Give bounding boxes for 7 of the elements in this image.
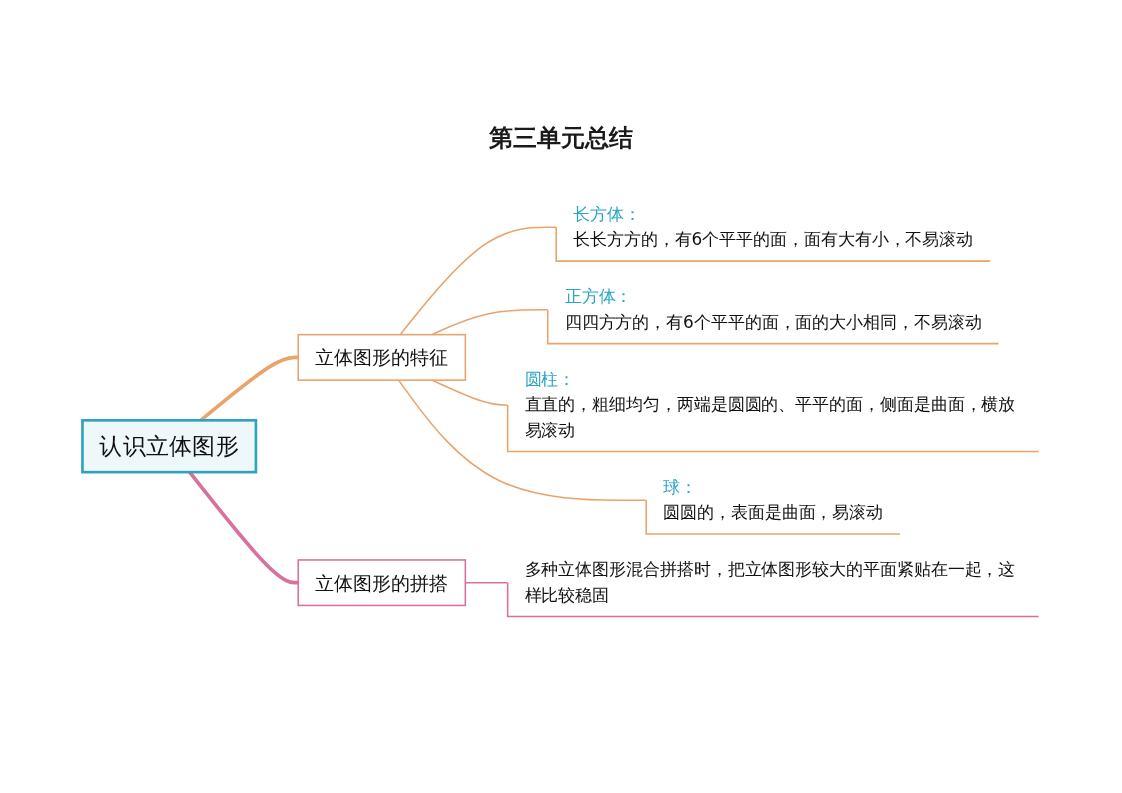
node-box: 立体图形的特征 xyxy=(297,333,467,381)
connector xyxy=(431,309,549,336)
node-box: 立体图形的拼搭 xyxy=(297,559,467,607)
connector xyxy=(465,581,509,584)
node-box: 认识立体图形 xyxy=(81,419,258,474)
title: 第三单元总结 xyxy=(489,123,633,154)
connector xyxy=(431,379,509,406)
